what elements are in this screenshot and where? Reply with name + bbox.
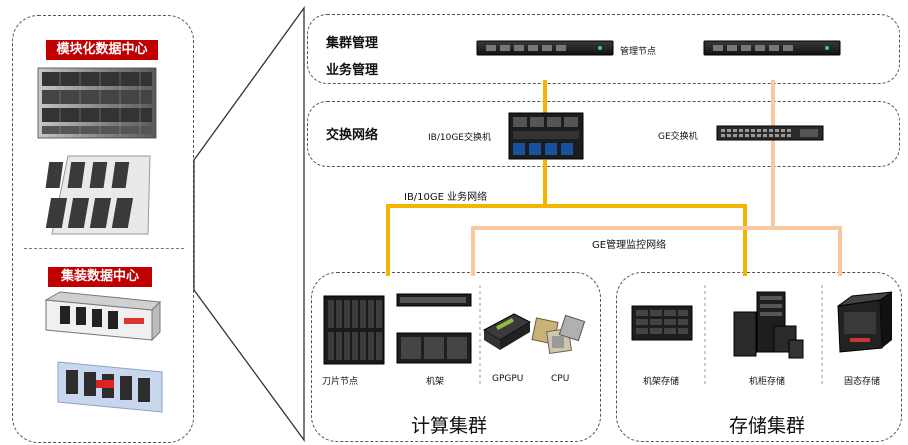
rack-storage-label: 机架存储	[643, 377, 680, 387]
left-panel-divider	[24, 248, 184, 249]
left-panel	[12, 15, 194, 443]
blade-node-label: 刀片节点	[322, 377, 359, 387]
cluster-management-label: 集群管理	[326, 36, 379, 51]
management-zone	[307, 14, 900, 84]
modular-datacenter-label: 模块化数据中心	[46, 40, 158, 60]
monitor-network-label: GE管理监控网络	[590, 236, 669, 251]
cpu-label: CPU	[551, 374, 570, 384]
ge-switch-label: GE交换机	[658, 132, 698, 142]
rack-label: 机架	[426, 377, 445, 387]
switch-zone	[307, 101, 900, 167]
compute-cluster-title: 计算集群	[411, 415, 488, 437]
business-network-label: IB/10GE 业务网络	[402, 188, 490, 203]
management-node-label: 管理节点	[620, 47, 657, 57]
cabinet-storage-label: 机柜存储	[749, 377, 786, 387]
business-management-label: 业务管理	[326, 63, 379, 78]
gpgpu-label: GPGPU	[492, 374, 524, 384]
storage-cluster-title: 存储集群	[729, 415, 806, 437]
ssd-storage-label: 固态存储	[844, 377, 881, 387]
container-datacenter-label: 集装数据中心	[48, 267, 152, 287]
switch-network-title: 交换网络	[326, 128, 379, 143]
ib-switch-label: IB/10GE交换机	[428, 133, 491, 143]
